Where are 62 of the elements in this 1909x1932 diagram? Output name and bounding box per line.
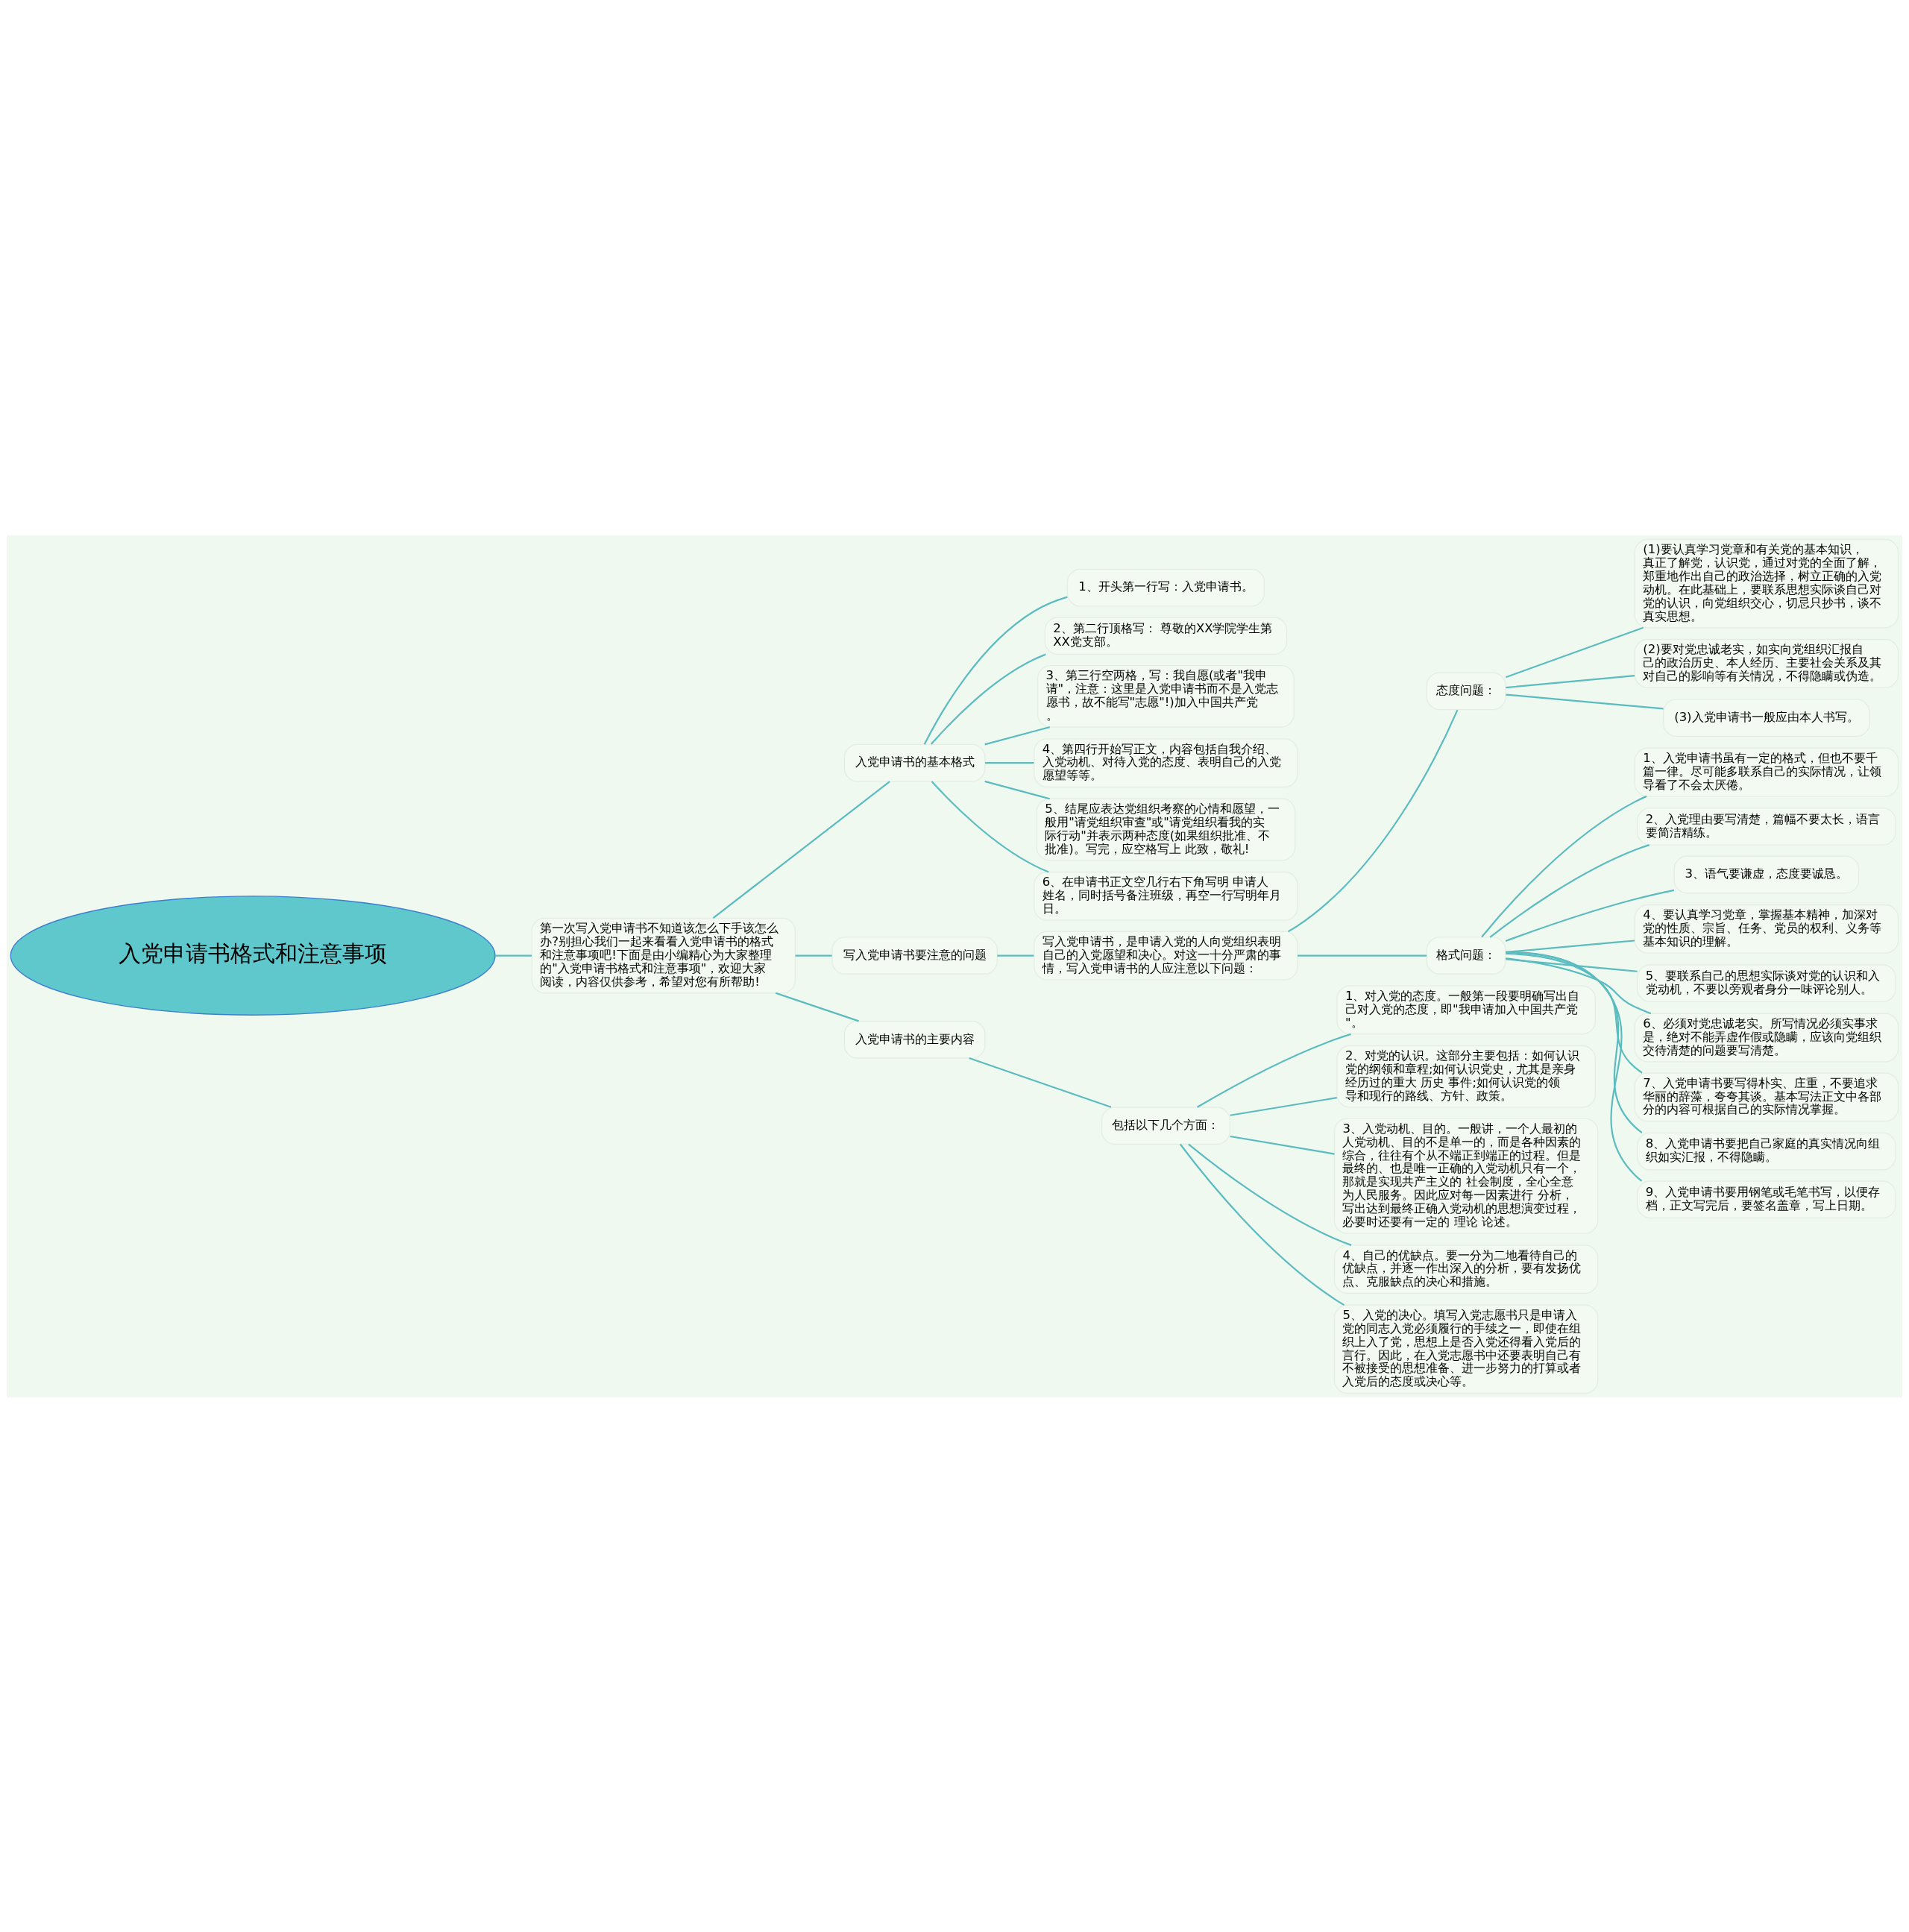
node-box: 写入党申请书要注意的问题 (831, 936, 998, 975)
node-box: 6、在申请书正文空几行右下角写明 申请人姓名，同时括号备注班级，再空一行写明年月日。 (1034, 871, 1298, 921)
connector (930, 653, 1046, 745)
connector (1230, 1096, 1337, 1116)
node-box: 6、必须对党忠诚老实。所写情况必须实事求是，绝对不能弄虚作假或隐瞒，应该向党组织交待清楚的问题要写清楚。 (1634, 1013, 1899, 1062)
connector (1506, 951, 1643, 1133)
node-box: 1、开头第一行写：入党申请书。 (1066, 568, 1265, 607)
connector (985, 761, 1034, 764)
connector (1506, 957, 1638, 972)
node-box: 3、语气要谦虚，态度要诚恳。 (1673, 855, 1860, 893)
node-box: 格式问题： (1426, 936, 1506, 975)
node-box: 3、第三行空两格，写：我自愿(或者"我申请"，注意：这里是入党申请书而不是入党志愿书，故不能写"志愿"!)加入中国共产党。 (1037, 664, 1295, 728)
node-box: 4、要认真学习党章，掌握基本精神，加深对党的性质、宗旨、任务、党员的权利、义务等基本知识的理解。 (1634, 904, 1899, 954)
connector (931, 780, 1049, 872)
connector (923, 596, 1068, 745)
node-box: (2)要对党忠诚老实，如实向党组织汇报自己的政治历史、本人经历、主要社会关系及其对自己的影响等有关情况，不得隐瞒或伪造。 (1634, 638, 1899, 688)
connector (495, 954, 532, 957)
node-box: 5、入党的决心。填写入党志愿书只是申请入党的同志入党必须履行的手续之一，即使在组织上入了党，思想上是否入党还得看入党后的言行。因此，在入党志愿书中还要表明自己有不被接受的思想准备、进一步努力的打算或者入党后的态度或决心等。 (1333, 1304, 1599, 1394)
node-box: 第一次写入党申请书不知道该怎么下手该怎么办?别担心我们一起来看看入党申请书的格式和注意事项吧!下面是由小编精心为大家整理的"入党申请书格式和注意事项"，欢迎大家阅读，内容仅供参考，希望对您有所帮助! (531, 917, 796, 993)
connector (969, 1057, 1112, 1108)
connector (1506, 952, 1643, 1074)
connector (1506, 626, 1644, 678)
node-box: 入党申请书的主要内容 (843, 1020, 986, 1059)
node-ellipse: 入党申请书格式和注意事项 (10, 895, 496, 1016)
node-box: 1、入党申请书虽有一定的格式，但也不要千篇一律。尽可能多联系自己的实际情况，让领导看了不会太厌倦。 (1634, 747, 1899, 796)
connector (1288, 709, 1459, 932)
connector (1506, 674, 1635, 688)
node-box: 态度问题： (1426, 672, 1506, 710)
node-box: 2、对党的认识。这部分主要包括：如何认识党的纲领和章程;如何认识党史，尤其是亲身经历过的重大 历史 事件;如何认识党的领导和现行的路线、方针、政策。 (1336, 1045, 1597, 1108)
node-box: 1、对入党的态度。一般第一段要明确写出自己对入党的态度，即"我申请加入中国共产党"。 (1336, 984, 1597, 1034)
node-box: 包括以下几个方面： (1101, 1106, 1230, 1145)
connector (1506, 951, 1643, 1182)
connector (984, 780, 1050, 799)
connector (1505, 889, 1675, 942)
connector (1489, 843, 1650, 938)
connector (1481, 795, 1647, 937)
connector (1298, 954, 1427, 957)
node-box: 5、要联系自己的思想实际谈对党的认识和入党动机，不要以旁观者身分一味评论别人。 (1637, 963, 1896, 1002)
node-box: 5、结尾应表达党组织考察的心情和愿望，一般用"请党组织审查"或"请党组织看我的实际行动"并表示两种态度(如果组织批准、不批准)。写完，应空格写上 此致，敬礼! (1036, 798, 1296, 860)
connector (712, 780, 890, 919)
node-box: 8、入党申请书要把自己家庭的真实情况向组织如实汇报，不得隐瞒。 (1637, 1132, 1896, 1171)
connector (997, 954, 1034, 957)
connector (1197, 1033, 1351, 1108)
node-box: (3)入党申请书一般应由本人书写。 (1663, 698, 1870, 737)
connector (1505, 957, 1652, 1014)
node-box: 3、入党动机、目的。一般讲，一个人最初的人党动机、目的不是单一的，而是各种因素的综合，往往有个从不端正到端正的过程。但是最终的、也是唯一正确的入党动机只有一个，那就是实现共产主义的 社会制度，全心全意为人民服务。因此应对每一因素进行 分析，写出达到最终正确入党动机的思想演变过程，必要时还要有一定的 理论 论述。 (1333, 1117, 1599, 1234)
node-box: 4、第四行开始写正文，内容包括自我介绍、入党动机、对待入党的态度、表明自己的入党愿望等等。 (1034, 737, 1298, 787)
connector (1179, 1143, 1345, 1306)
node-box: 4、自己的优缺点。要一分为二地看待自己的优缺点，并逐一作出深入的分析，要有发扬优点、克服缺点的决心和措施。 (1333, 1244, 1599, 1294)
connector (1230, 1135, 1335, 1155)
node-box: 入党申请书的基本格式 (843, 743, 986, 782)
connector (984, 726, 1050, 745)
node-box: 7、入党申请书要写得朴实、庄重，不要追求华丽的辞藻，夸夸其谈。基本写法正文中各部分的内容可根据自己的实际情况掌握。 (1634, 1072, 1899, 1121)
node-box: 写入党申请书，是申请入党的人向党组织表明自己的入党愿望和决心。对这一十分严肃的事情，写入党申请书的人应注意以下问题： (1034, 931, 1298, 981)
connector (775, 992, 859, 1022)
connector (795, 954, 832, 957)
node-box: 9、入党申请书要用钢笔或毛笔书写，以便存档，正文写完后，要签名盖章，写上日期。 (1637, 1180, 1896, 1218)
connector (1188, 1143, 1352, 1246)
connector (1506, 693, 1664, 710)
node-box: 2、第二行顶格写： 尊敬的XX学院学生第XX党支部。 (1044, 616, 1288, 655)
node-box: (1)要认真学习党章和有关党的基本知识，真正了解党，认识党，通过对党的全面了解，郑重地作出自己的政治选择，树立正确的入党动机。在此基础上，要联系思想实际谈自己对党的认识，向党组织交心，切忌只抄书，谈不真实思想。 (1634, 538, 1899, 628)
node-box: 2、入党理由要写清楚，篇幅不要太长，语言要简洁精练。 (1637, 807, 1896, 846)
